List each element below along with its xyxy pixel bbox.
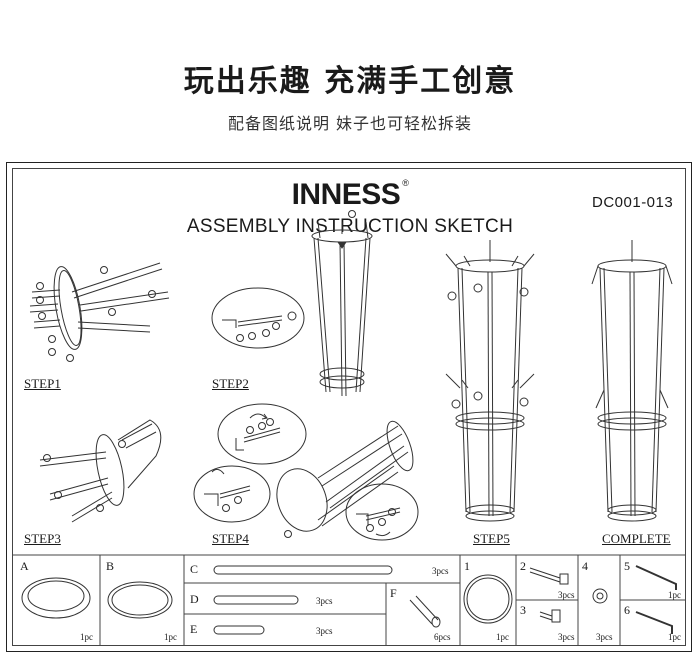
part-6-label: 6	[624, 603, 630, 617]
step-label-3: STEP3	[24, 531, 61, 546]
registered-mark: ®	[402, 178, 409, 188]
step-label-complete: COMPLETE	[602, 531, 671, 546]
part-d-label: D	[190, 592, 199, 606]
step-label-1: STEP1	[24, 376, 61, 391]
part-2-label: 2	[520, 559, 526, 573]
part-3-label: 3	[520, 603, 526, 617]
part-f-hook	[409, 595, 441, 628]
part-c-qty: 3pcs	[432, 566, 449, 576]
brand-name: INNESS	[291, 178, 401, 211]
complete-illustration	[591, 240, 673, 522]
part-6-hex-key-small	[635, 611, 673, 634]
brand-logo: INNESS®	[0, 178, 700, 212]
part-2-long-screw	[529, 567, 569, 585]
step2-illustration	[211, 210, 373, 397]
instruction-sheet-border	[12, 168, 686, 646]
part-1-ring	[463, 574, 513, 624]
part-a-base-disc	[21, 577, 91, 619]
part-5-hex-key-large	[635, 565, 677, 590]
part-a-label: A	[20, 559, 29, 573]
part-a-qty: 1pc	[80, 632, 93, 642]
step-label-5: STEP5	[473, 531, 510, 546]
instruction-sheet-frame	[6, 162, 692, 652]
part-4-qty: 3pcs	[596, 632, 613, 642]
part-b-qty: 1pc	[164, 632, 177, 642]
part-6-qty: 1pc	[668, 632, 681, 642]
part-4-washer	[592, 588, 608, 604]
parts-table-lines	[12, 554, 686, 646]
part-1-ring-inner	[466, 577, 510, 621]
part-e-label: E	[190, 622, 198, 636]
step3-illustration	[39, 419, 162, 523]
part-4-washer-hole	[596, 592, 604, 600]
part-d-medium-tube	[213, 595, 299, 605]
part-d-qty: 3pcs	[316, 596, 333, 606]
step-label-2: STEP2	[212, 376, 249, 391]
part-2-qty: 3pcs	[558, 590, 575, 600]
part-3-qty: 3pcs	[558, 632, 575, 642]
part-f-label: F	[390, 586, 397, 600]
part-c-label: C	[190, 562, 199, 576]
part-4-label: 4	[582, 559, 588, 573]
part-1-qty: 1pc	[496, 632, 509, 642]
step1-illustration	[29, 262, 170, 362]
part-c-long-tube	[213, 565, 393, 575]
part-e-qty: 3pcs	[316, 626, 333, 636]
model-code: DC001-013	[592, 194, 674, 211]
part-e-short-tube	[213, 625, 265, 635]
part-b-tray	[107, 581, 173, 619]
step-label-4: STEP4	[212, 531, 249, 546]
part-1-label: 1	[464, 559, 470, 573]
part-3-short-screw	[539, 609, 561, 623]
step5-illustration	[445, 240, 535, 522]
part-f-qty: 6pcs	[434, 632, 451, 642]
part-b-label: B	[106, 559, 115, 573]
part-5-qty: 1pc	[668, 590, 681, 600]
part-a-base-disc-inner	[27, 580, 85, 612]
part-b-tray-inner	[111, 584, 169, 616]
sheet-title: ASSEMBLY INSTRUCTION SKETCH	[186, 216, 514, 237]
promo-subline: 配备图纸说明 妹子也可轻松拆装	[227, 114, 473, 133]
part-5-label: 5	[624, 559, 630, 573]
promo-headline: 玩出乐趣 充满手工创意	[183, 64, 517, 99]
step4-illustration	[193, 403, 419, 541]
